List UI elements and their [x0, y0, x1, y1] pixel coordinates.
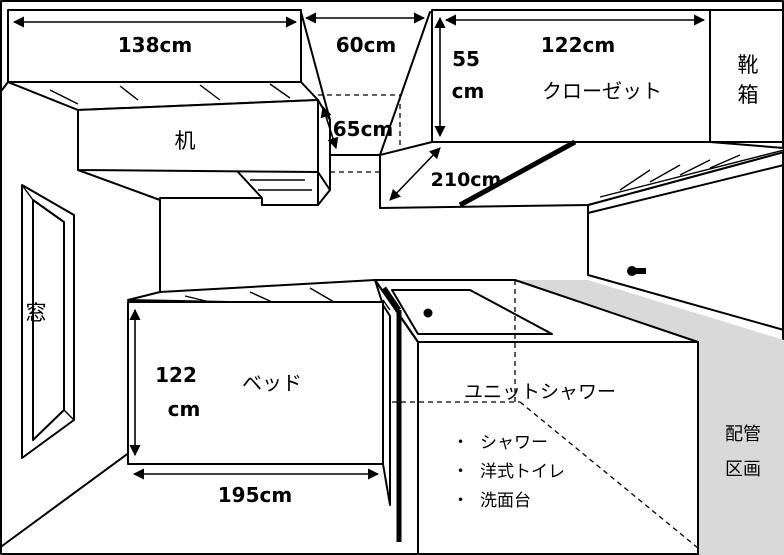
unit-shower	[374, 279, 699, 555]
amenity-list: ・ シャワー ・ 洋式トイレ ・ 洗面台	[452, 433, 565, 511]
depth-65-label: 65cm	[333, 117, 394, 141]
desk-label: 机	[175, 129, 196, 153]
closet-label: クローゼット	[542, 79, 662, 103]
piping-area	[515, 280, 784, 555]
shelf-width-label: 138cm	[118, 33, 192, 57]
depth-65-arrow	[320, 105, 339, 150]
window-label: 窓	[26, 301, 47, 325]
upper-width-label: 60cm	[336, 33, 397, 57]
upper-shelf	[7, 9, 319, 111]
door-knob-icon	[627, 266, 646, 276]
closet-width-label: 122cm	[541, 33, 615, 57]
bed-length-label: 195cm	[218, 483, 292, 507]
bed-label: ベッド	[242, 371, 302, 395]
desk	[77, 99, 331, 206]
amenity-item: シャワー	[480, 433, 548, 453]
piping-label-2: 区画	[725, 459, 761, 480]
diagonal-label: 210cm	[431, 169, 502, 191]
amenity-bullet: ・	[452, 433, 469, 453]
amenity-bullet: ・	[452, 462, 469, 482]
closet-depth-number: 55	[452, 47, 480, 71]
closet	[379, 9, 784, 209]
amenity-bullet: ・	[452, 491, 469, 511]
shoe-box-label-2: 箱	[738, 83, 759, 107]
closet-depth-unit: cm	[452, 79, 485, 103]
piping-label-1: 配管	[725, 424, 761, 445]
amenity-item: 洋式トイレ	[480, 462, 565, 482]
unit-shower-label: ユニットシャワー	[464, 381, 616, 403]
diagonal-arrow	[389, 147, 441, 201]
bed-width-unit: cm	[168, 397, 201, 421]
amenity-item: 洗面台	[480, 491, 531, 511]
window	[21, 184, 75, 459]
bed	[127, 279, 391, 506]
shoe-box-label-1: 靴	[738, 53, 759, 77]
shoe-box	[709, 9, 784, 143]
bed-width-number: 122	[155, 363, 197, 387]
